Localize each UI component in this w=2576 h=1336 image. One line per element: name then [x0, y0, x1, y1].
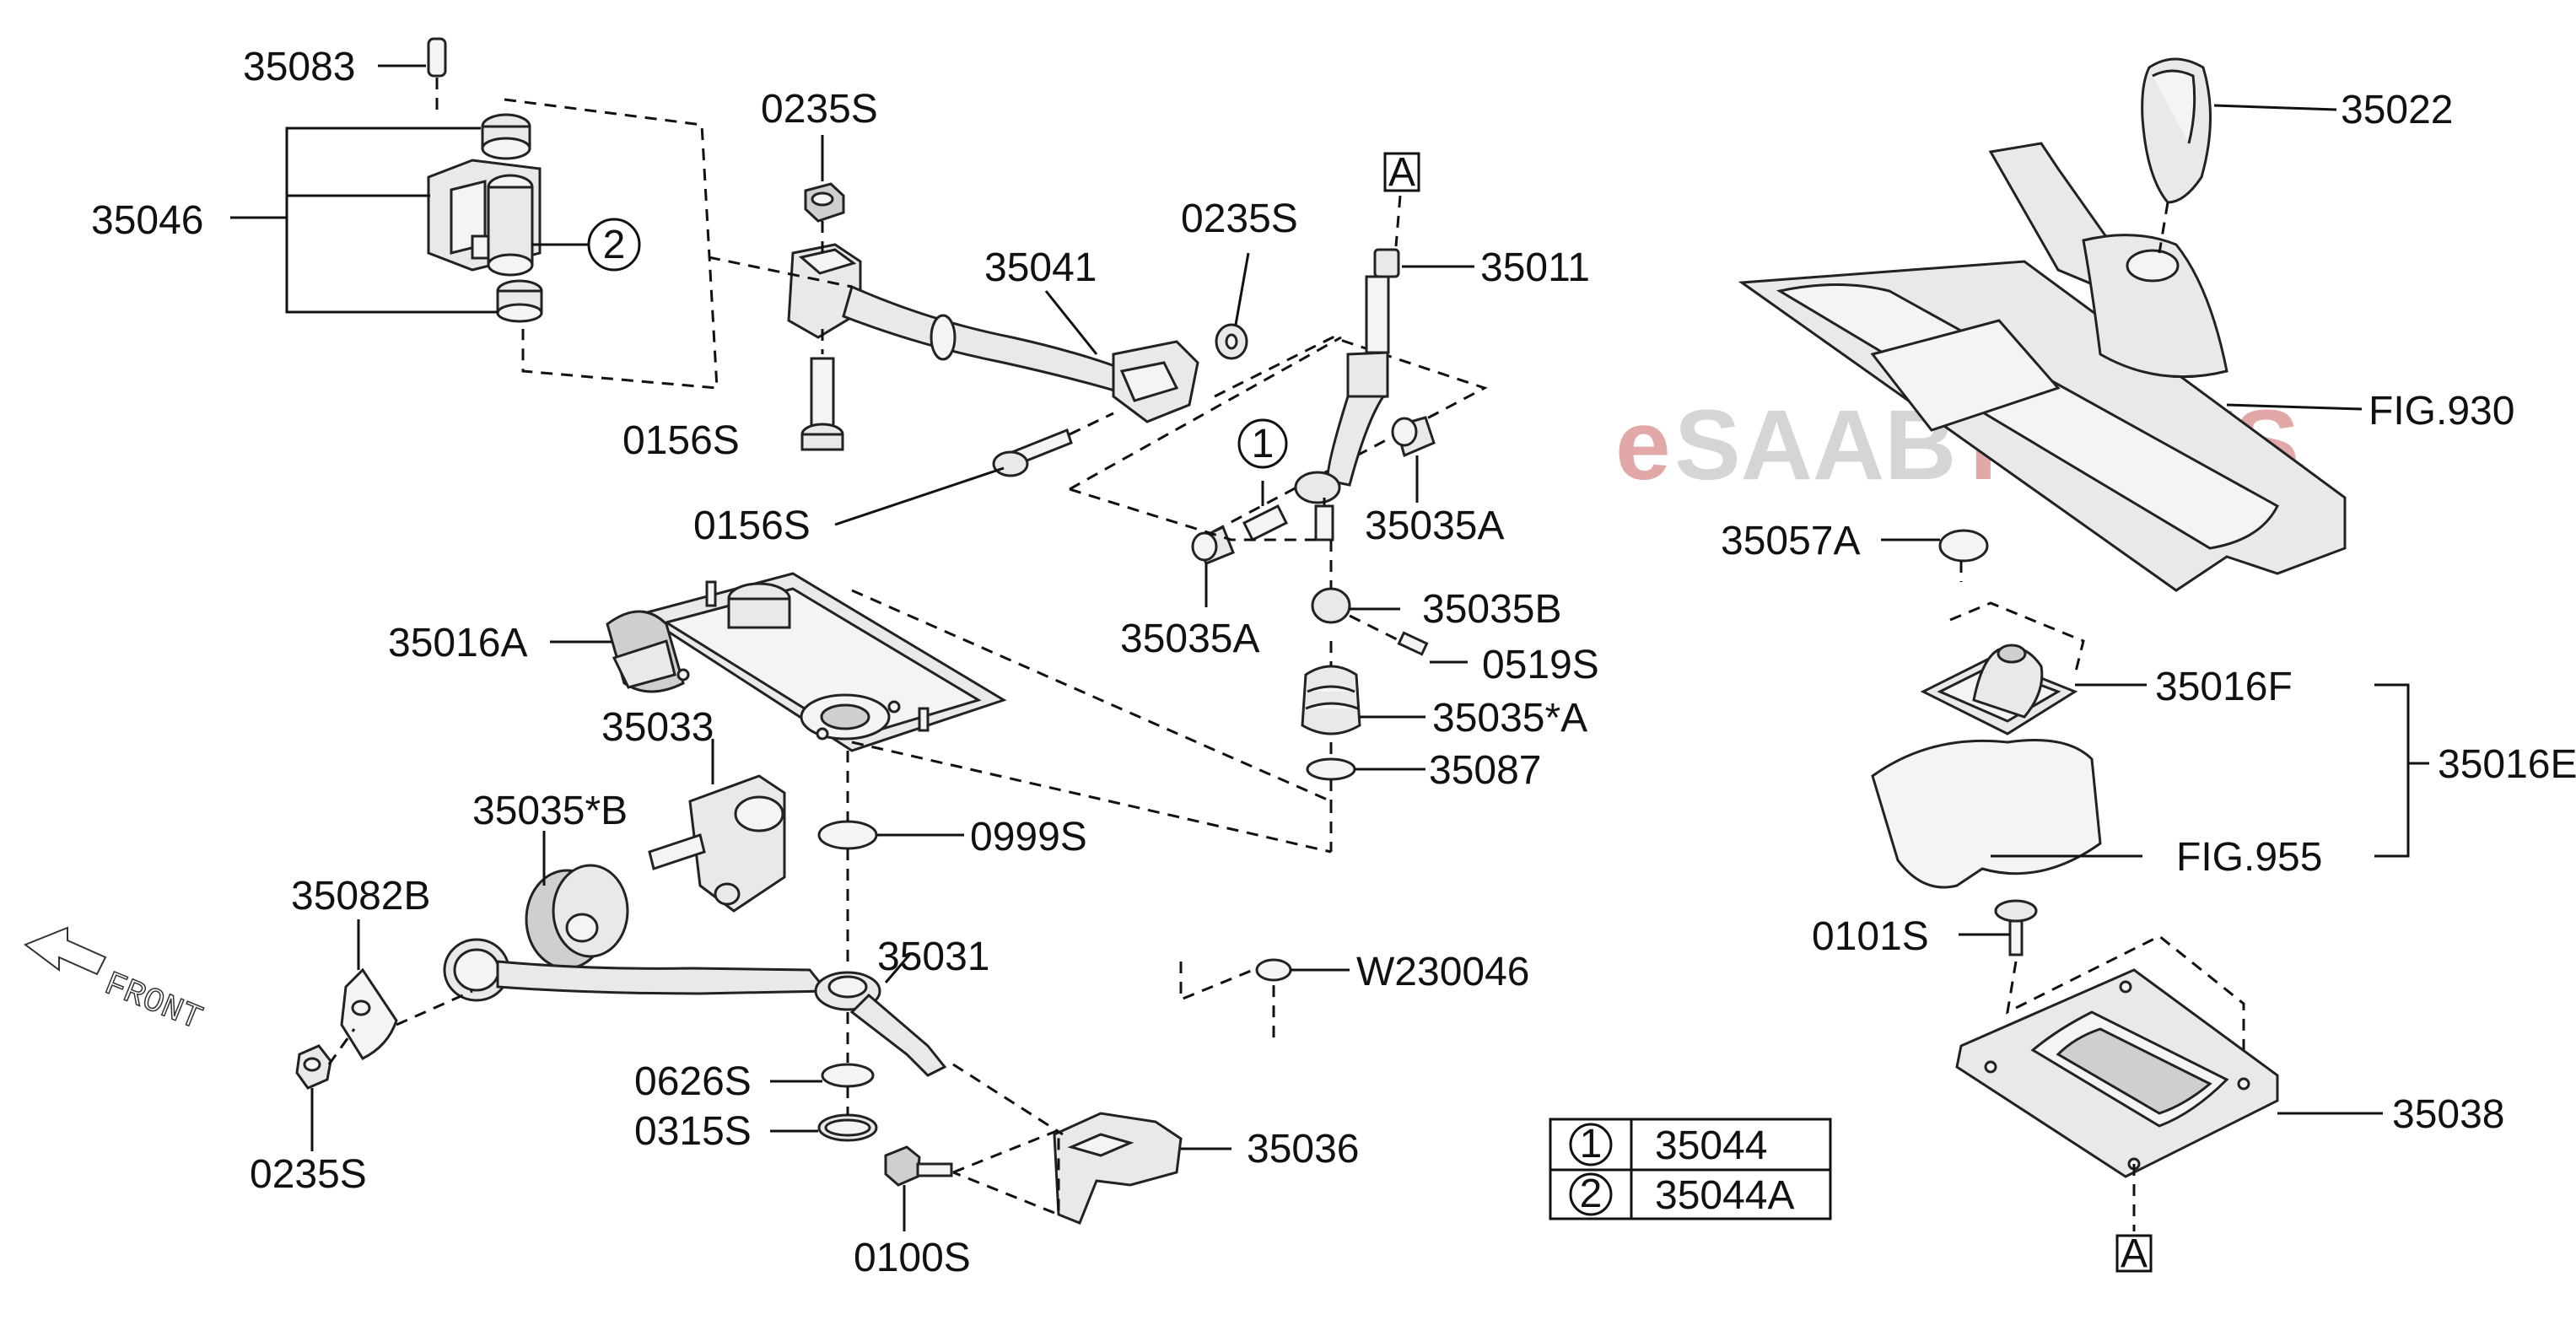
watermark-saab: SAAB	[1674, 390, 1956, 501]
label-0156S-b: 0156S	[693, 504, 811, 548]
bracket-35036	[884, 1063, 1231, 1231]
tray-35038: A	[1955, 899, 2383, 1276]
housing-35016A	[550, 572, 1333, 970]
label-35035B: 35035B	[1422, 587, 1562, 632]
front-label: FRONT	[99, 966, 207, 1039]
console-FIG930	[1738, 57, 2363, 592]
circled-ref-2: 2	[603, 223, 626, 267]
label-35083: 35083	[243, 45, 355, 89]
label-35046: 35046	[91, 198, 203, 243]
legend-part-1: 35044	[1655, 1123, 1767, 1168]
label-35035A-right: 35035A	[1365, 504, 1505, 548]
legend-table: 1 35044 2 35044A	[1549, 1118, 1832, 1220]
label-35038: 35038	[2392, 1092, 2504, 1137]
label-35087: 35087	[1429, 748, 1541, 793]
label-FIG955: FIG.955	[2176, 835, 2322, 880]
label-35036: 35036	[1247, 1127, 1359, 1172]
label-35022: 35022	[2341, 88, 2453, 132]
label-W230046: W230046	[1356, 950, 1529, 994]
label-35031: 35031	[877, 935, 989, 979]
label-0101S: 0101S	[1812, 914, 1929, 959]
shift-rod-35041	[708, 135, 1488, 558]
boot-assembly-35016E	[1871, 529, 2429, 889]
label-0999S: 0999S	[970, 815, 1087, 859]
label-FIG930: FIG.930	[2369, 389, 2514, 434]
label-35016A: 35016A	[388, 621, 528, 665]
label-0315S: 0315S	[634, 1109, 752, 1154]
label-0100S: 0100S	[854, 1236, 971, 1280]
selector-35033	[525, 739, 786, 970]
legend-part-2: 35044A	[1655, 1173, 1795, 1218]
clip-W230046	[1179, 958, 1350, 1046]
label-0519S: 0519S	[1482, 643, 1599, 687]
washer-35082B	[295, 919, 473, 1151]
bracket-assembly-35046: 2	[230, 37, 719, 390]
watermark-e: e	[1615, 390, 1671, 501]
label-35033: 35033	[601, 705, 714, 750]
label-0235S-bottom: 0235S	[250, 1152, 367, 1197]
label-0235S-top: 0235S	[761, 87, 878, 132]
label-0626S: 0626S	[634, 1059, 752, 1104]
legend-symbol-1: 1	[1580, 1122, 1603, 1166]
label-35057A: 35057A	[1721, 519, 1861, 563]
front-arrow: FRONT	[23, 926, 207, 1040]
label-35016F: 35016F	[2155, 665, 2293, 709]
ref-marker-a-top-group: A	[1383, 150, 1420, 195]
circled-ref-1: 1	[1252, 422, 1275, 466]
part-labels: 35083 35046 0235S 0235S 35041 35011 0156…	[91, 45, 2576, 1280]
shift-link-35011: 1	[1069, 195, 1474, 801]
label-0156S-a: 0156S	[622, 418, 740, 463]
label-35035starB: 35035*B	[472, 789, 628, 833]
label-35035starA: 35035*A	[1432, 696, 1587, 741]
ref-marker-a-bottom: A	[2121, 1231, 2148, 1276]
label-35011: 35011	[1480, 245, 1590, 290]
ref-marker-a-top: A	[1388, 150, 1415, 195]
legend-symbol-2: 2	[1580, 1172, 1603, 1216]
label-0235S-right: 0235S	[1181, 197, 1298, 241]
label-35041: 35041	[984, 245, 1097, 290]
label-35082B: 35082B	[291, 874, 431, 918]
label-35035A-left: 35035A	[1120, 617, 1260, 661]
lower-rod-35031	[443, 938, 947, 1142]
label-35016E: 35016E	[2438, 742, 2576, 787]
